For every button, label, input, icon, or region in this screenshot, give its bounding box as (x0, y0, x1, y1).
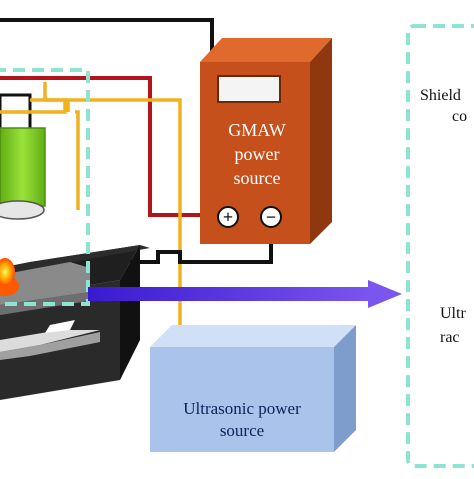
ultrasonic-label-line2: source (220, 421, 264, 440)
negative-terminal-symbol: − (266, 207, 276, 227)
right-panel-text-line2: co (452, 108, 467, 125)
gmaw-power-source: GMAW power source + − (200, 38, 332, 244)
red-wire (0, 76, 222, 217)
right-panel-text-line4: rac (440, 329, 460, 346)
nozzle (0, 127, 46, 207)
gmaw-label-line2: power (235, 144, 280, 164)
gmaw-label-line1: GMAW (228, 120, 286, 140)
gmaw-display (217, 75, 281, 103)
positive-terminal-symbol: + (223, 207, 233, 227)
positive-terminal (217, 206, 239, 228)
torch-contact-tube (0, 93, 32, 135)
nozzle-tip (0, 200, 45, 220)
weld-arc (0, 258, 19, 296)
right-panel-text-line1: Shield (420, 87, 461, 104)
flow-arrow (88, 280, 402, 308)
ultrasonic-power-source: Ultrasonic power source (150, 325, 356, 452)
dashed-frame-torch (0, 68, 90, 306)
ultrasonic-label-line1: Ultrasonic power (183, 399, 301, 418)
top-black-wire (0, 18, 214, 52)
black-wire (130, 215, 273, 264)
negative-terminal (260, 206, 282, 228)
right-panel-text-line3: Ultr (440, 305, 466, 322)
gmaw-label-line3: source (234, 168, 281, 188)
welding-torch (0, 93, 46, 220)
workbench (0, 245, 150, 400)
dashed-frame-right (406, 24, 474, 468)
